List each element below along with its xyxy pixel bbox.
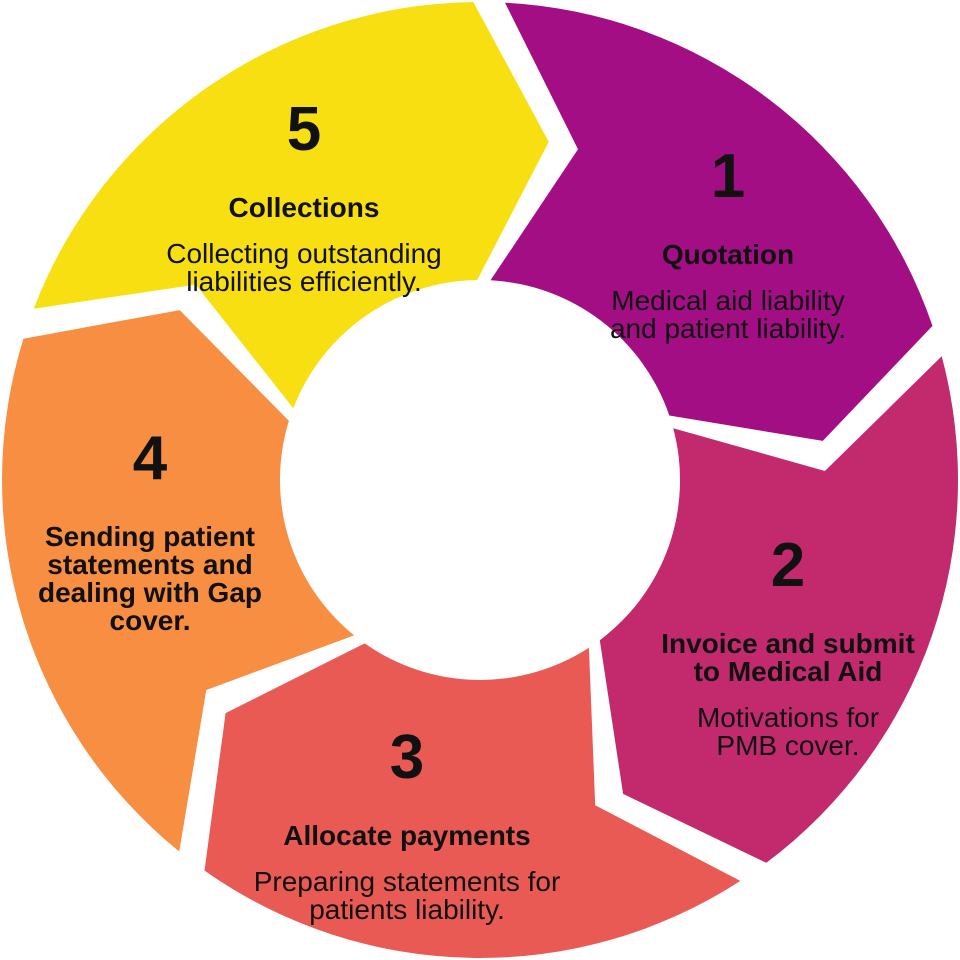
segment-3-title: Allocate payments — [283, 820, 531, 851]
segment-5-description: Collecting outstanding liabilities effic… — [166, 238, 442, 297]
segment-3-label: 3 Allocate payments Preparing statements… — [227, 706, 587, 942]
segment-1-label: 1 Quotation Medical aid liability and pa… — [578, 125, 878, 361]
segment-4-title: Sending patient statements and dealing w… — [37, 521, 262, 636]
segment-5-label: 5 Collections Collecting outstanding lia… — [144, 78, 464, 314]
segment-4-shape — [2, 310, 355, 852]
segment-1-description: Medical aid liability and patient liabil… — [609, 285, 847, 344]
segment-2-label: 2 Invoice and submit to Medical Aid Moti… — [638, 514, 938, 778]
segment-5-number: 5 — [286, 95, 322, 164]
segment-3-number: 3 — [389, 723, 425, 792]
segment-1-number: 1 — [710, 142, 746, 211]
segment-4-number: 4 — [132, 424, 168, 493]
segment-2-number: 2 — [770, 531, 806, 600]
segment-5-title: Collections — [228, 192, 380, 223]
segment-2-description: Motivations for PMB cover. — [696, 702, 880, 761]
segment-5-shape — [33, 2, 549, 409]
segment-2-title: Invoice and submit to Medical Aid — [661, 628, 915, 687]
segment-4-label: 4 Sending patient statements and dealing… — [0, 407, 300, 671]
segment-1-title: Quotation — [661, 239, 795, 270]
segment-1-shape — [490, 2, 933, 441]
segment-3-shape — [204, 643, 741, 958]
segment-3-description: Preparing statements for patients liabil… — [253, 866, 561, 925]
segment-2-shape — [599, 356, 958, 863]
